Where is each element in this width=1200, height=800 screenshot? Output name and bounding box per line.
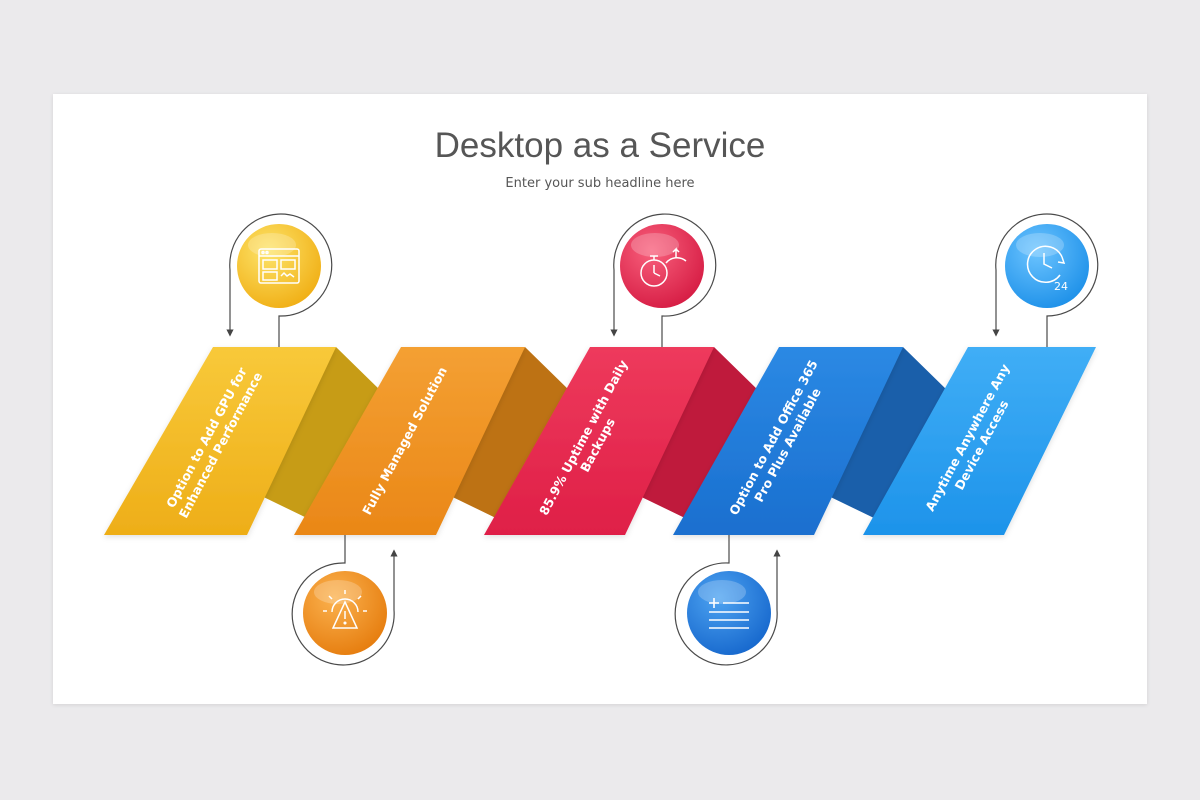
slide-subtitle: Enter your sub headline here <box>505 176 695 191</box>
icon-circle-5: 24 <box>1005 224 1089 308</box>
step-panel-3 <box>484 347 714 535</box>
list-add-icon <box>709 598 749 629</box>
gear-warning-icon <box>323 590 367 629</box>
icon-circle-1 <box>237 224 321 308</box>
step-panel-1 <box>104 347 336 535</box>
step-panel-2 <box>294 347 525 535</box>
step-panel-5 <box>863 347 1096 535</box>
connector-1 <box>226 213 333 347</box>
icon-circle-2 <box>303 571 387 655</box>
svg-text:24: 24 <box>1054 280 1068 293</box>
step-panel-4 <box>673 347 903 535</box>
icon-circle-4 <box>687 571 771 655</box>
clock-24-icon: 24 <box>1026 245 1068 293</box>
icon-circle-3 <box>620 224 704 308</box>
slide-title: Desktop as a Service <box>434 126 766 165</box>
browser-layout-icon <box>258 248 300 284</box>
connector-4 <box>674 535 781 666</box>
stopwatch-speed-icon <box>640 247 687 287</box>
connector-3 <box>610 213 717 347</box>
connector-5 <box>992 213 1099 347</box>
connector-2 <box>291 535 398 666</box>
